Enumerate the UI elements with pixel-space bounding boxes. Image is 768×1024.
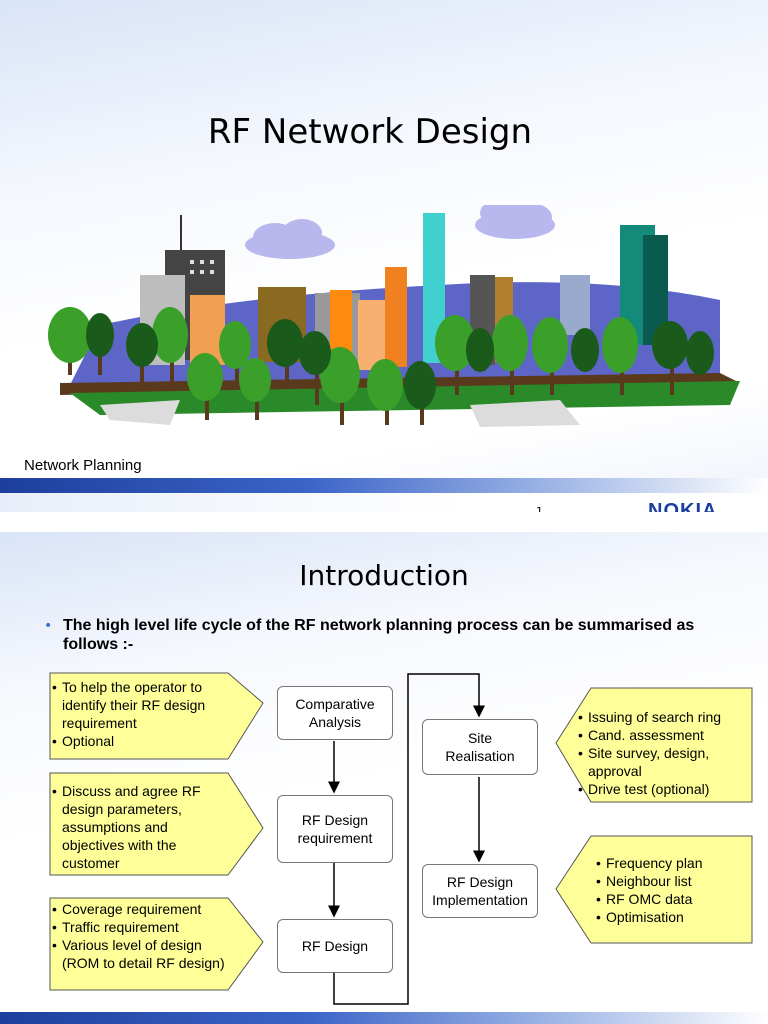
note-item: Traffic requirement [52,918,232,936]
note-item: Issuing of search ring [578,708,754,726]
page-number: 1 [536,505,543,512]
note-item: Discuss and agree RF design parameters, … [52,782,230,872]
nokia-logo: NOKIA [648,500,718,512]
city-illustration [48,205,740,427]
box-rf-design-requirement: RF Design requirement [277,795,393,863]
slide-title: Introduction [299,559,469,592]
box-comparative-analysis: Comparative Analysis [277,686,393,740]
box-rf-design-implementation: RF Design Implementation [422,864,538,918]
note-item: Cand. assessment [578,726,754,744]
note-design-levels: Coverage requirement Traffic requirement… [52,900,232,972]
note-item: To help the operator to identify their R… [52,678,224,732]
slide-2: Introduction • The high level life cycle… [0,532,768,1024]
note-item: Coverage requirement [52,900,232,918]
note-item: Optional [52,732,224,750]
slide-1: RF Network Design [0,0,768,512]
box-site-realisation: Site Realisation [422,719,538,775]
note-design-parameters: Discuss and agree RF design parameters, … [52,782,230,872]
footer-gradient-bar [0,1012,768,1024]
footer-strip [0,493,768,512]
slide-subtitle: Network Planning [24,457,142,474]
note-item: Site survey, design, approval [578,744,754,780]
bullet-icon: • [44,618,53,634]
note-implementation-outputs: Frequency plan Neighbour list RF OMC dat… [596,854,746,926]
note-site-activities: Issuing of search ring Cand. assessment … [578,708,754,798]
note-item: RF OMC data [596,890,746,908]
footer-gradient-bar [0,478,768,493]
note-item: Neighbour list [596,872,746,890]
note-item: Frequency plan [596,854,746,872]
note-item: Optimisation [596,908,746,926]
note-operator-requirement: To help the operator to identify their R… [52,678,224,750]
note-item: Drive test (optional) [578,780,754,798]
box-rf-design: RF Design [277,919,393,973]
note-item: Various level of design (ROM to detail R… [52,936,232,972]
intro-bullet: The high level life cycle of the RF netw… [63,617,695,653]
slide-title: RF Network Design [207,112,533,152]
